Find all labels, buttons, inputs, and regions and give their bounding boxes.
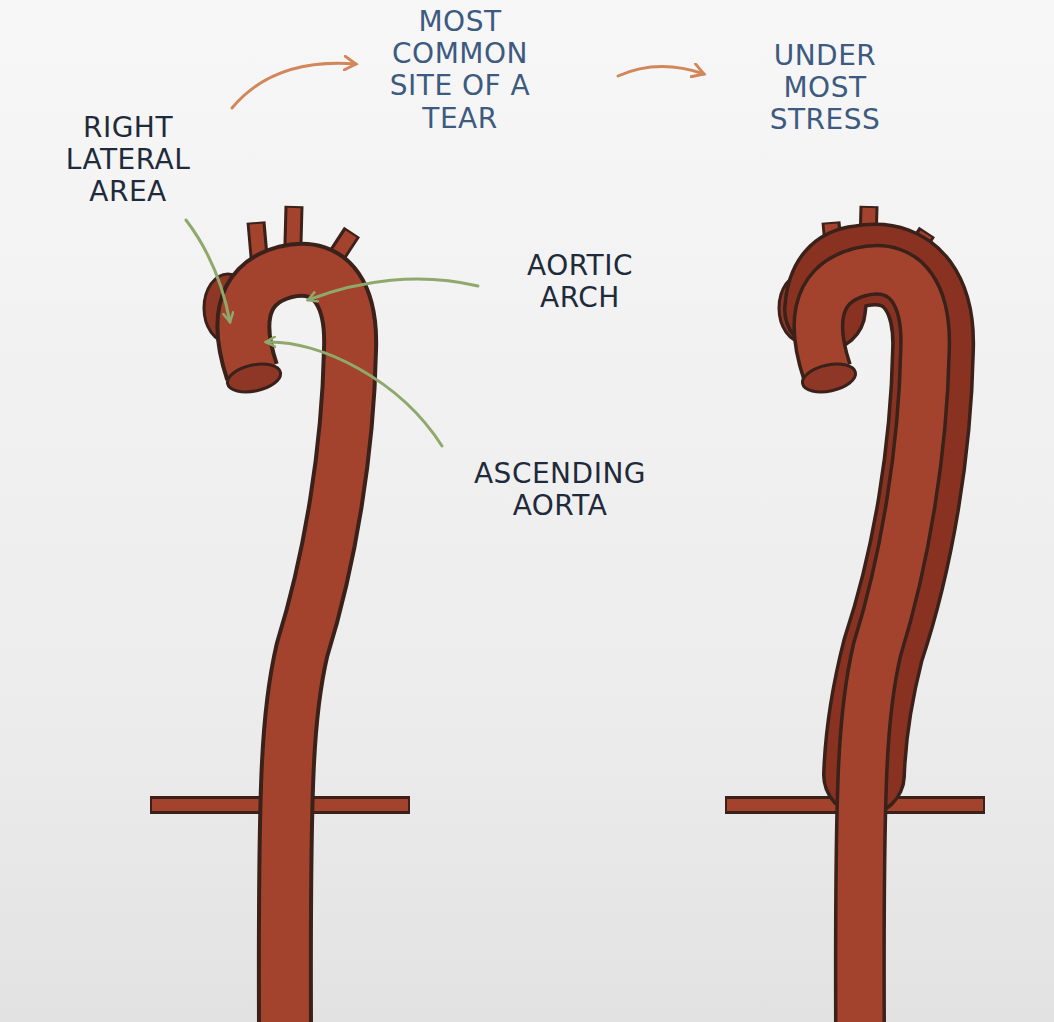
part-label: AORTIC ARCH bbox=[500, 250, 660, 314]
part-label: ASCENDING AORTA bbox=[450, 458, 670, 522]
normal-aorta bbox=[150, 206, 410, 1022]
aortic-root bbox=[225, 360, 283, 397]
heading-label: MOST COMMON SITE OF A TEAR bbox=[380, 6, 540, 135]
heading-label: UNDER MOST STRESS bbox=[740, 40, 910, 137]
region-label: RIGHT LATERAL AREA bbox=[33, 112, 223, 209]
dissected-aorta bbox=[725, 206, 985, 1022]
leader-lines bbox=[186, 220, 478, 446]
